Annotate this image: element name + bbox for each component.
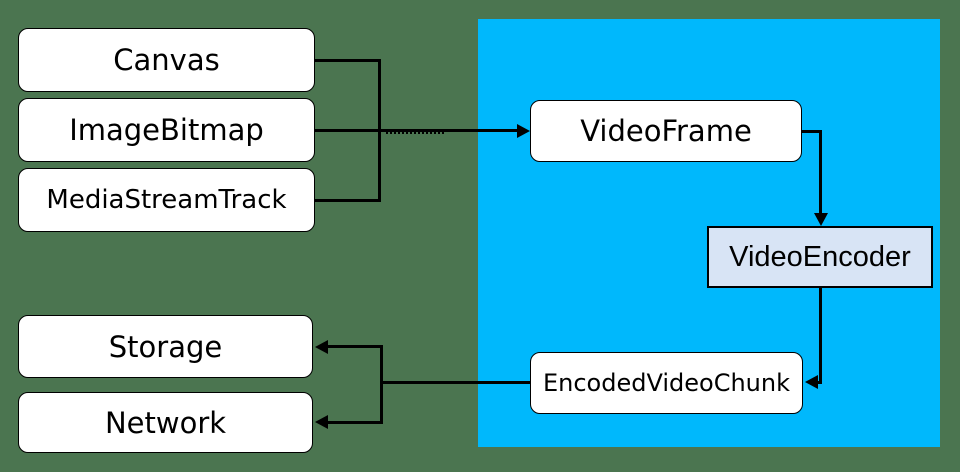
node-encodedvideochunk: EncodedVideoChunk — [530, 352, 803, 414]
edge-sources-to-videoframe — [315, 129, 518, 132]
node-canvas: Canvas — [18, 28, 315, 92]
arrowhead-into-storage — [315, 340, 328, 354]
edge-videoframe-out — [802, 130, 822, 133]
arrowhead-into-encodedvideochunk — [805, 375, 818, 389]
edge-videoframe-to-videoencoder — [819, 130, 822, 214]
node-canvas-label: Canvas — [113, 43, 220, 77]
edge-sinks-trunk — [380, 345, 383, 424]
node-videoencoder: VideoEncoder — [707, 226, 933, 288]
node-mediastreamtrack: MediaStreamTrack — [18, 168, 315, 232]
arrowhead-into-videoframe — [517, 124, 530, 138]
node-imagebitmap-label: ImageBitmap — [69, 113, 264, 147]
edge-chunk-in — [816, 381, 822, 384]
edge-videoencoder-to-chunk — [819, 288, 822, 384]
node-network-label: Network — [104, 405, 227, 440]
node-storage: Storage — [18, 315, 313, 378]
node-videoencoder-label: VideoEncoder — [729, 240, 911, 273]
edge-dotted-segment — [386, 132, 444, 134]
node-network: Network — [18, 392, 313, 453]
node-videoframe: VideoFrame — [530, 100, 802, 162]
edge-canvas-to-trunk — [315, 59, 381, 62]
node-videoframe-label: VideoFrame — [580, 114, 752, 148]
arrowhead-into-videoencoder — [814, 213, 828, 226]
edge-to-network — [327, 421, 383, 424]
node-storage-label: Storage — [108, 329, 223, 364]
edge-to-storage — [327, 345, 383, 348]
node-encodedvideochunk-label: EncodedVideoChunk — [542, 369, 791, 397]
node-imagebitmap: ImageBitmap — [18, 98, 315, 162]
arrowhead-into-network — [315, 415, 328, 429]
edge-chunk-out — [380, 381, 530, 384]
edge-mediastreamtrack-to-trunk — [315, 199, 381, 202]
node-mediastreamtrack-label: MediaStreamTrack — [46, 185, 287, 215]
